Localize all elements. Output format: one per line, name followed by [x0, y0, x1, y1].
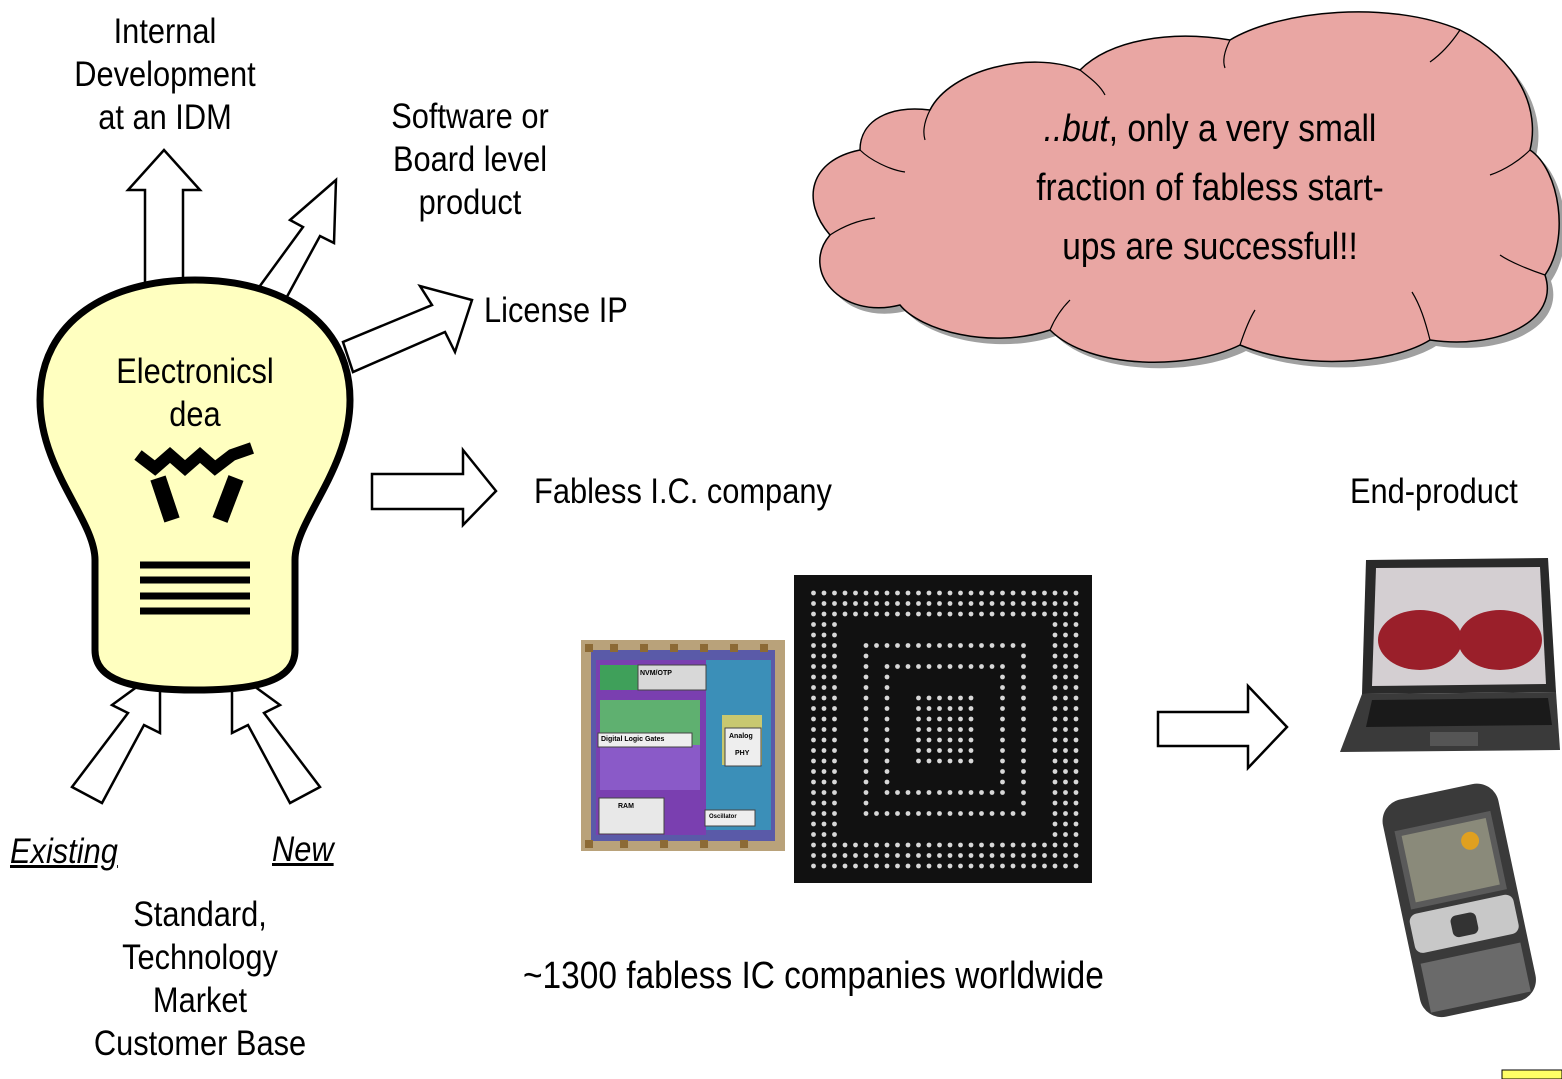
cloud-text: ..but, only a very small fraction of fab… — [937, 100, 1483, 277]
corner-marker — [1501, 1069, 1562, 1079]
die-label-oscillator: Oscillator — [709, 814, 737, 820]
label-line: Market — [152, 981, 248, 1020]
die-label-logic: Digital Logic Gates — [601, 736, 665, 743]
bulb-label: Electronicsl dea — [85, 350, 305, 436]
cloud-line-3: ups are successful!! — [1062, 226, 1358, 268]
die-label-nvm: NVM/OTP — [640, 670, 672, 677]
cloud-line-2: fraction of fabless start- — [1036, 167, 1384, 209]
light-bulb-icon — [36, 276, 354, 694]
arrow-license — [341, 283, 474, 374]
label-line: Technology — [122, 938, 278, 977]
label-line: dea — [169, 395, 221, 434]
cloud-line-1: ..but, only a very small — [937, 100, 1483, 159]
label-line: product — [418, 183, 522, 222]
bga-package-image — [794, 575, 1092, 883]
die-label-analog: Analog — [729, 733, 753, 740]
label-inputs: Standard, Technology Market Customer Bas… — [77, 893, 323, 1065]
label-line: Software or — [391, 97, 549, 136]
arrow-new — [230, 667, 322, 805]
ic-die-image — [581, 640, 785, 851]
arrow-up-idm — [125, 148, 203, 285]
label-existing: Existing — [10, 832, 118, 871]
label-line: Board level — [392, 140, 548, 179]
thought-cloud — [812, 11, 1560, 363]
die-label-phy: PHY — [735, 750, 750, 757]
label-line: Electronicsl — [116, 352, 274, 391]
arrow-fabless — [370, 446, 498, 529]
label-line: Customer Base — [93, 1024, 307, 1063]
cloud-line-1-rest: , only a very small — [1108, 108, 1377, 150]
cloud-emphasis: ..but — [1043, 108, 1109, 150]
arrow-existing — [70, 667, 162, 805]
label-software-board: Software or Board level product — [373, 95, 567, 224]
label-line: Internal — [113, 12, 217, 51]
label-end-product: End-product — [1350, 472, 1518, 511]
label-line: at an IDM — [98, 98, 232, 137]
label-fabless-company: Fabless I.C. company — [534, 472, 832, 511]
cloud-inner-curves — [829, 29, 1546, 346]
laptop-image — [1340, 558, 1560, 752]
label-new: New — [272, 830, 334, 869]
arrow-software — [255, 177, 338, 306]
label-internal-development: Internal Development at an IDM — [64, 10, 266, 139]
phone-image — [1382, 783, 1536, 1018]
label-line: Development — [74, 55, 256, 94]
label-company-count: ~1300 fabless IC companies worldwide — [523, 955, 1104, 997]
label-line: Standard, — [133, 895, 267, 934]
label-license-ip: License IP — [484, 291, 628, 330]
die-label-ram: RAM — [618, 803, 634, 810]
arrow-end-product — [1156, 682, 1289, 772]
